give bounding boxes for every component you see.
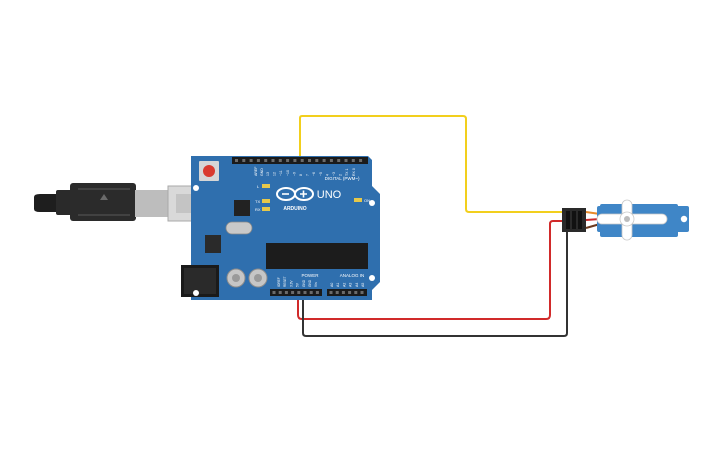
analog-pin[interactable] <box>341 291 345 294</box>
digital-pin[interactable] <box>286 159 290 162</box>
servo-horn[interactable] <box>596 199 668 241</box>
reset-button[interactable] <box>203 165 215 177</box>
usb-cable[interactable] <box>34 183 215 222</box>
digital-pin-label: 2 <box>339 174 343 176</box>
board-brand: ARDUINO <box>283 206 306 212</box>
analog-header-label: ANALOG IN <box>340 273 365 278</box>
analog-pin-label: A2 <box>342 283 346 287</box>
board-model: UNO <box>317 189 342 201</box>
digital-pin[interactable] <box>359 159 363 162</box>
power-pin-label: 3.3V <box>289 280 293 287</box>
digital-pin[interactable] <box>293 159 297 162</box>
analog-pin-label: A3 <box>349 283 353 287</box>
digital-pin-label: ~3 <box>332 172 336 176</box>
power-pin-label: IOREF <box>277 277 281 287</box>
digital-pin[interactable] <box>329 159 333 162</box>
analog-pin[interactable] <box>354 291 358 294</box>
digital-pin-label: ~11 <box>279 170 283 176</box>
digital-pin[interactable] <box>235 159 238 162</box>
digital-pin[interactable] <box>351 159 355 162</box>
analog-pin-header[interactable] <box>327 289 367 296</box>
power-wire[interactable] <box>297 220 570 320</box>
servo-motor[interactable] <box>562 199 689 241</box>
analog-pin[interactable] <box>360 291 364 294</box>
digital-pin[interactable] <box>278 159 282 162</box>
l-led-label: L <box>257 184 260 189</box>
digital-pin-label: TX 1 <box>345 169 349 176</box>
digital-pin-label: ~5 <box>319 172 323 176</box>
digital-header-label: DIGITAL (PWM~) <box>325 176 360 181</box>
aref-label: AREF <box>254 167 258 176</box>
power-pin-label: GND <box>302 279 306 287</box>
digital-pin[interactable] <box>315 159 319 162</box>
power-pin[interactable] <box>297 291 301 294</box>
digital-pin-label: ~10 <box>286 170 290 176</box>
on-led-label: ON <box>364 198 370 203</box>
power-pin-label: 5V <box>296 282 300 287</box>
digital-pin[interactable] <box>242 159 246 162</box>
digital-pin-label: RX 0 <box>352 168 356 176</box>
analog-pin-label: A1 <box>336 283 340 287</box>
digital-pin[interactable] <box>264 159 268 162</box>
digital-pin[interactable] <box>256 159 260 162</box>
rx-led-label: RX <box>255 207 261 212</box>
ground-wire[interactable] <box>302 228 570 337</box>
analog-pin[interactable] <box>329 291 333 294</box>
digital-pin[interactable] <box>300 159 304 162</box>
power-pin[interactable] <box>303 291 307 294</box>
digital-pin[interactable] <box>249 159 253 162</box>
arduino-logo-icon <box>276 187 314 201</box>
digital-pin[interactable] <box>344 159 348 162</box>
power-header-label: POWER <box>301 273 319 278</box>
analog-pin-label: A5 <box>361 283 365 287</box>
signal-wire[interactable] <box>299 115 570 213</box>
digital-pin[interactable] <box>322 159 326 162</box>
digital-pin-label: 8 <box>299 174 303 176</box>
digital-pin-label: 7 <box>306 174 310 176</box>
power-pin-header[interactable] <box>270 289 322 296</box>
gnd-pin-label-top: GND <box>260 168 264 176</box>
power-pin[interactable] <box>278 291 282 294</box>
digital-pin-label: 12 <box>273 172 277 176</box>
digital-pin[interactable] <box>271 159 275 162</box>
power-pin[interactable] <box>272 291 276 294</box>
power-pin[interactable] <box>291 291 295 294</box>
digital-pin[interactable] <box>308 159 311 162</box>
power-pin-label: Vin <box>314 282 318 287</box>
tx-led-label: TX <box>255 199 260 204</box>
power-pin[interactable] <box>284 291 288 294</box>
digital-pin-label: 4 <box>325 174 329 176</box>
analog-pin[interactable] <box>335 291 339 294</box>
analog-pin-label: A4 <box>355 283 359 287</box>
digital-pin-header[interactable] <box>232 157 368 164</box>
power-pin-label: RESET <box>283 276 287 287</box>
digital-pin-label: ~6 <box>312 172 316 176</box>
digital-pin-label: ~9 <box>292 172 296 176</box>
power-pin-label: GND <box>308 279 312 287</box>
power-pin[interactable] <box>315 291 319 294</box>
analog-pin-label: A0 <box>330 283 334 287</box>
digital-pin-label: 13 <box>266 172 270 176</box>
analog-pin[interactable] <box>348 291 352 294</box>
digital-pin[interactable] <box>337 159 341 162</box>
power-pin[interactable] <box>309 291 313 294</box>
